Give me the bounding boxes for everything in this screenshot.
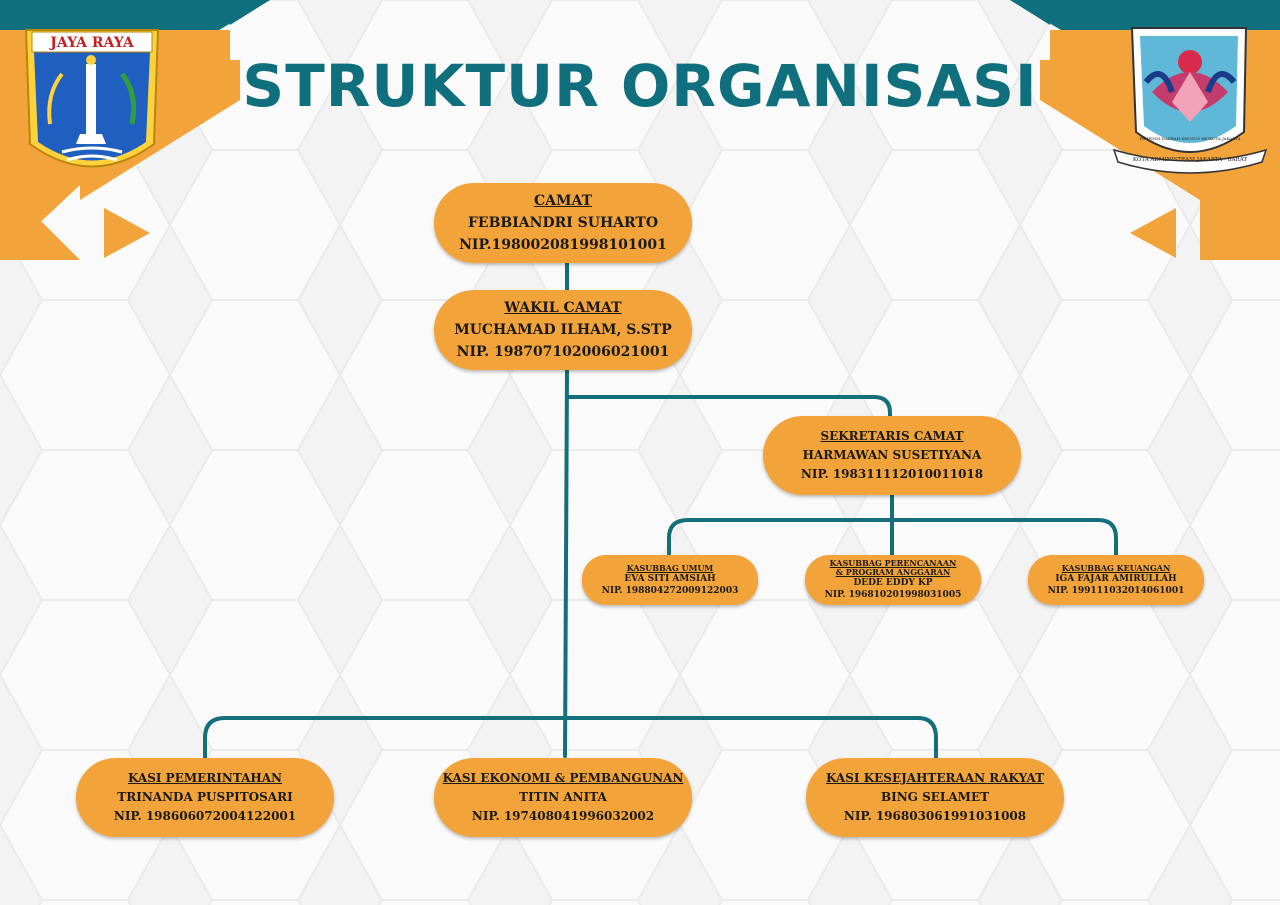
node-kasi-pemerintahan: KASI PEMERINTAHAN TRINANDA PUSPITOSARI N… — [76, 758, 334, 837]
sekretaris-nip: NIP. 198311112010011018 — [800, 467, 984, 481]
kasubbag-umum-position: KASUBBAG UMUM — [626, 562, 714, 573]
kasubbag-keuangan-name: IGA FAJAR AMIRULLAH — [1055, 573, 1177, 584]
node-kasi-ekonomi: KASI EKONOMI & PEMBANGUNAN TITIN ANITA N… — [434, 758, 692, 837]
jaya-raya-logo: JAYA RAYA — [24, 29, 160, 168]
kasubbag-perencanaan-position-line2: & PROGRAM ANGGARAN — [835, 567, 951, 577]
kasi-kesejahteraan-nip: NIP. 196803061991031008 — [843, 809, 1027, 823]
line-wakil-trunk — [563, 368, 569, 758]
wakil-camat-nip: NIP. 198707102006021001 — [456, 344, 670, 360]
line-wakil-sekretaris — [565, 395, 892, 418]
node-wakil-camat: WAKIL CAMAT MUCHAMAD ILHAM, S.STP NIP. 1… — [434, 290, 692, 370]
node-sekretaris-camat: SEKRETARIS CAMAT HARMAWAN SUSETIYANA NIP… — [763, 416, 1021, 495]
kasi-kesejahteraan-name: BING SELAMET — [880, 790, 990, 804]
line-trunk-kasi — [203, 716, 938, 760]
kasi-ekonomi-position: KASI EKONOMI & PEMBANGUNAN — [442, 771, 684, 785]
wakil-camat-name: MUCHAMAD ILHAM, S.STP — [454, 322, 672, 338]
node-kasubbag-perencanaan: KASUBBAG PERENCANAAN & PROGRAM ANGGARAN … — [805, 555, 981, 605]
kasi-pemerintahan-position: KASI PEMERINTAHAN — [127, 771, 283, 785]
node-kasi-kesejahteraan: KASI KESEJAHTERAAN RAKYAT BING SELAMET N… — [806, 758, 1064, 837]
kasubbag-umum-nip: NIP. 198804272009122003 — [601, 585, 739, 596]
node-kasubbag-umum: KASUBBAG UMUM EVA SITI AMSIAH NIP. 19880… — [582, 555, 758, 605]
sekretaris-position: SEKRETARIS CAMAT — [820, 429, 964, 443]
line-sekretaris-kasubbag — [667, 493, 1118, 557]
kasi-ekonomi-name: TITIN ANITA — [519, 790, 607, 804]
wakil-camat-position: WAKIL CAMAT — [504, 300, 622, 316]
jakarta-barat-scroll-text: KOTA ADMINISTRASI JAKARTA - BARAT — [1133, 157, 1248, 163]
kasi-ekonomi-nip: NIP. 197408041996032002 — [471, 809, 655, 823]
jakarta-barat-inner-text: PROPINSI DAERAH KHUSUS IBUKOTA JAKARTA — [1139, 136, 1240, 141]
kasubbag-perencanaan-nip: NIP. 196810201998031005 — [824, 590, 962, 600]
node-camat: CAMAT FEBBIANDRI SUHARTO NIP.19800208199… — [434, 183, 692, 263]
camat-name: FEBBIANDRI SUHARTO — [467, 215, 659, 231]
kasi-pemerintahan-nip: NIP. 198606072004122001 — [113, 809, 297, 823]
camat-nip: NIP.198002081998101001 — [459, 237, 667, 253]
kasi-kesejahteraan-position: KASI KESEJAHTERAAN RAKYAT — [825, 771, 1044, 785]
kasubbag-keuangan-position: KASUBBAG KEUANGAN — [1061, 562, 1171, 573]
page-title: STRUKTUR ORGANISASI — [242, 52, 1038, 120]
kasubbag-keuangan-nip: NIP. 199111032014061001 — [1047, 585, 1185, 596]
sekretaris-name: HARMAWAN SUSETIYANA — [802, 448, 982, 462]
kasubbag-perencanaan-name: DEDE EDDY KP — [853, 578, 933, 588]
kasubbag-perencanaan-position: KASUBBAG PERENCANAAN — [829, 558, 957, 568]
kasubbag-umum-name: EVA SITI AMSIAH — [624, 573, 716, 584]
camat-position: CAMAT — [533, 193, 593, 209]
jakarta-barat-logo: KOTA ADMINISTRASI JAKARTA - BARAT PROPIN… — [1112, 27, 1268, 174]
kasi-pemerintahan-name: TRINANDA PUSPITOSARI — [117, 790, 293, 804]
node-kasubbag-keuangan: KASUBBAG KEUANGAN IGA FAJAR AMIRULLAH NI… — [1028, 555, 1204, 605]
jaya-raya-banner-text: JAYA RAYA — [48, 35, 135, 51]
